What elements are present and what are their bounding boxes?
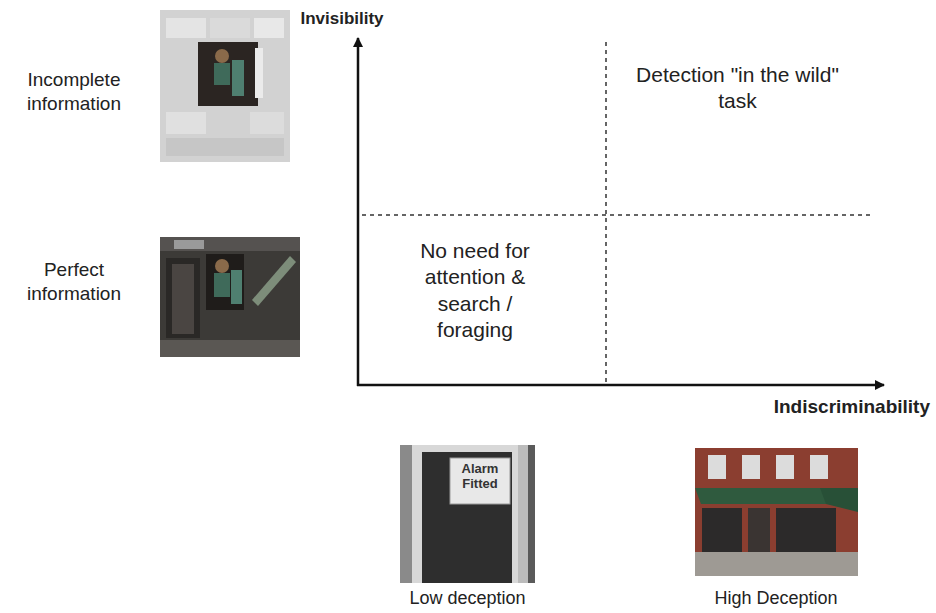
column-label: Low deception	[390, 587, 545, 610]
column-label: High Deception	[690, 587, 862, 610]
axis-title: Indiscriminability	[720, 395, 930, 419]
photo-incomplete	[160, 10, 290, 162]
row-label: Perfect information	[4, 258, 144, 306]
quadrant-note: Detection "in the wild" task	[630, 62, 845, 115]
divider-vertical	[605, 42, 607, 383]
axis-title: Invisibility	[282, 8, 402, 29]
quadrant-note: No need for attention & search / foragin…	[400, 238, 550, 343]
sign-text: Alarm Fitted	[452, 462, 508, 492]
divider-horizontal	[362, 214, 870, 216]
photo-low-deception	[400, 445, 535, 583]
row-label: Incomplete information	[4, 68, 144, 116]
y-axis	[357, 38, 360, 386]
photo-high-deception	[695, 448, 858, 576]
photo-perfect	[160, 237, 300, 357]
x-axis	[357, 384, 884, 387]
